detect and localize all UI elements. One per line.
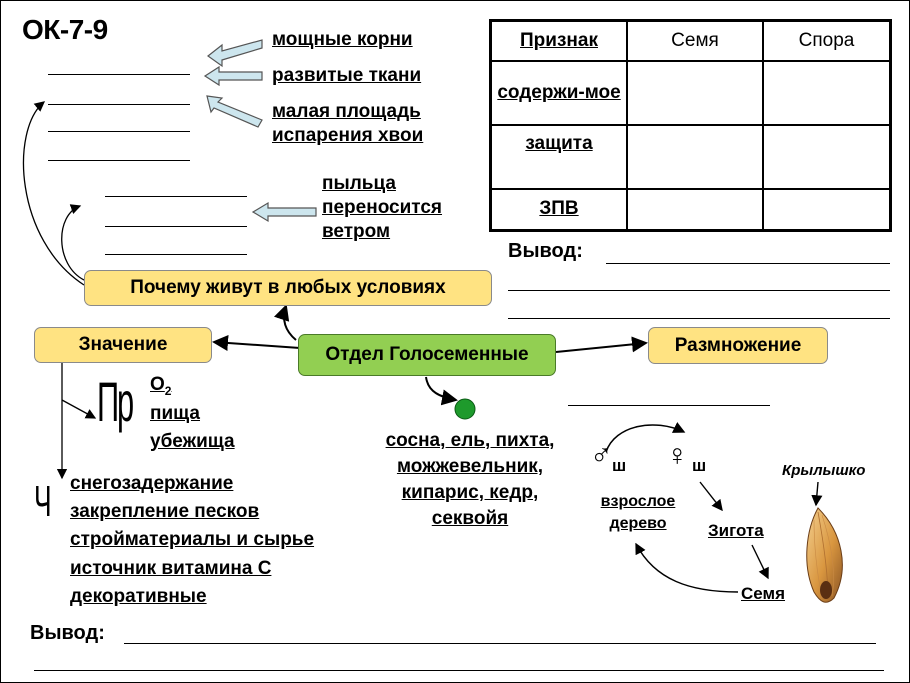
oxygen-subscript: 2 xyxy=(164,383,172,398)
nature-item-food: пища xyxy=(150,403,200,424)
blank-line[interactable] xyxy=(508,318,890,319)
blank-line[interactable] xyxy=(568,405,770,406)
human-item: снегозадержание xyxy=(70,473,234,494)
zygote-label: Зигота xyxy=(708,521,764,540)
table-row-head: содержи-мое xyxy=(489,59,628,126)
block-arrow-tissues xyxy=(203,65,263,87)
reason-tissues: развитые ткани xyxy=(272,65,422,86)
table-cell[interactable] xyxy=(626,187,764,232)
nature-item-shelter: убежища xyxy=(150,431,235,452)
adult-tree-label: взрослое дерево xyxy=(600,493,676,532)
male-symbol-icon: ♂ xyxy=(590,439,613,472)
table-cell[interactable] xyxy=(762,59,892,126)
human-item: декоративные xyxy=(70,586,207,607)
male-gamete-sub: ш xyxy=(612,456,627,475)
table-header: Семя xyxy=(626,19,764,62)
blank-line[interactable] xyxy=(105,196,247,197)
seed-label: Семя xyxy=(741,584,786,603)
central-box: Отдел Голосеменные xyxy=(298,334,556,376)
conclusion-label-bottom: Вывод: xyxy=(30,622,105,644)
table-row-head: ЗПВ xyxy=(489,187,628,232)
reason-needles: малая площадь испарения хвои xyxy=(272,101,424,146)
human-letter: Ч xyxy=(34,477,52,526)
block-arrow-needles xyxy=(206,95,263,128)
representatives-list: сосна, ель, пихта, можжевельник, кипарис… xyxy=(385,430,555,529)
table-cell[interactable] xyxy=(626,59,764,126)
representatives-dot xyxy=(454,398,476,420)
table-row-head: защита xyxy=(489,123,628,190)
reproduction-label: Размножение xyxy=(648,327,828,364)
reason-pollen: пыльца переносится ветром xyxy=(322,173,443,242)
blank-line[interactable] xyxy=(105,226,247,227)
conclusion-label-right: Вывод: xyxy=(508,240,583,262)
table-header: Признак xyxy=(489,19,628,62)
blank-line[interactable] xyxy=(124,643,876,644)
table-cell[interactable] xyxy=(762,187,892,232)
nature-item-oxygen: O2 xyxy=(150,374,172,398)
blank-line[interactable] xyxy=(606,263,890,264)
comparison-table: Признак Семя Спора содержи-мое защита ЗП… xyxy=(489,19,892,232)
blank-line[interactable] xyxy=(34,670,884,671)
human-item: источник витамина С xyxy=(70,558,272,579)
blank-line[interactable] xyxy=(48,104,190,105)
blank-line[interactable] xyxy=(508,290,890,291)
reason-roots: мощные корни xyxy=(272,29,413,50)
blank-line[interactable] xyxy=(48,160,190,161)
significance-label: Значение xyxy=(34,327,212,363)
page-title: ОК-7-9 xyxy=(22,14,108,45)
table-header: Спора xyxy=(762,19,892,62)
blank-line[interactable] xyxy=(105,254,247,255)
female-symbol-icon: ♀ xyxy=(666,439,689,472)
blank-line[interactable] xyxy=(48,74,190,75)
blank-line[interactable] xyxy=(48,131,190,132)
human-item: закрепление песков xyxy=(70,501,260,522)
table-cell[interactable] xyxy=(626,123,764,190)
nature-letters: Пр xyxy=(97,370,134,433)
block-arrow-roots xyxy=(206,39,263,68)
wing-label: Крылышко xyxy=(782,462,866,479)
table-cell[interactable] xyxy=(762,123,892,190)
female-gamete-sub: ш xyxy=(692,456,707,475)
human-item: стройматериалы и сырье xyxy=(70,529,315,550)
block-arrow-pollen xyxy=(251,201,317,223)
question-box: Почему живут в любых условиях xyxy=(84,270,492,306)
winged-seed-illustration xyxy=(806,507,843,603)
